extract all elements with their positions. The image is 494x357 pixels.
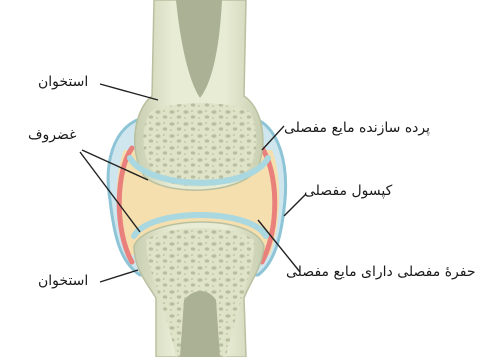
label-synovial-membrane: پرده سازنده مایع مفصلی [284,120,430,136]
label-joint-capsule: کپسول مفصلی [304,183,392,199]
label-bone-top: استخوان [38,74,88,90]
leader-capsule [284,194,306,216]
leader-bone-bottom [100,270,138,282]
label-cartilage: غضروف [28,127,76,143]
lower-marrow [180,291,220,357]
leader-bone-top [100,84,158,100]
label-bone-bottom: استخوان [38,273,88,289]
label-joint-cavity: حفرهٔ مفصلی دارای مایع مفصلی [286,264,476,280]
